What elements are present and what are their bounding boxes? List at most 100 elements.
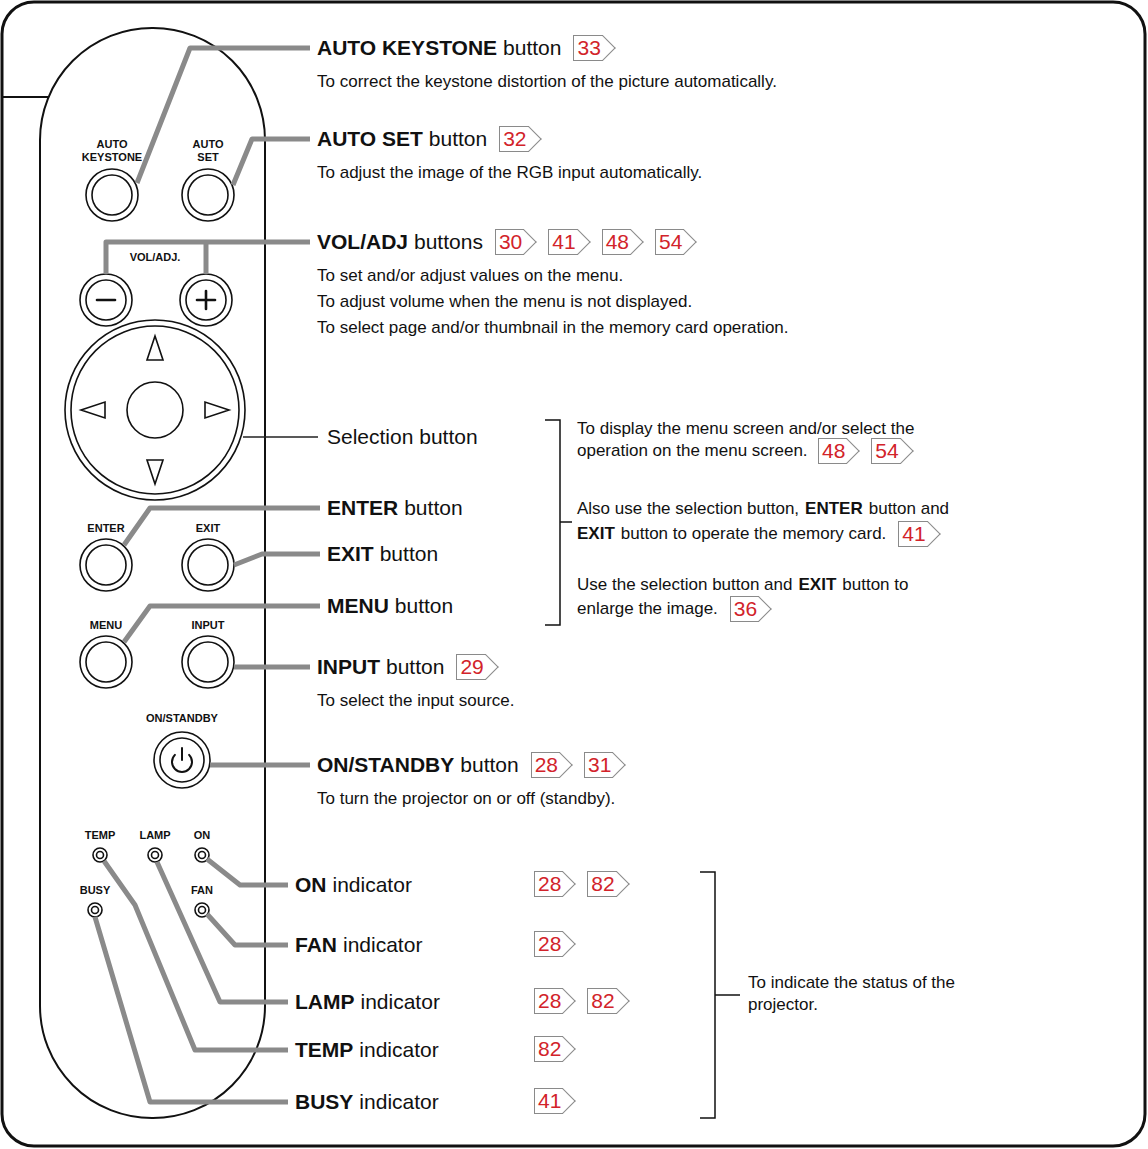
label-text: indicator	[343, 931, 422, 958]
description-text: To indicate the status of the projector.	[748, 972, 1008, 1016]
text-row: EXIT	[196, 522, 220, 535]
label-text: button	[429, 125, 487, 152]
label-text: indicator	[333, 871, 412, 898]
text-row: BUSY	[80, 884, 111, 897]
text-row: AUTO KEYSTONE	[72, 138, 152, 164]
text-row: ENTERbutton	[327, 494, 463, 521]
heading-text: TEMP	[295, 1036, 353, 1063]
label-text: Selection button	[327, 423, 478, 450]
description-text: To display the menu screen and/or select…	[577, 418, 977, 462]
label-text: indicator	[359, 1088, 438, 1115]
text-row: enlarge the image.36	[577, 596, 771, 622]
heading-text: ON	[295, 871, 327, 898]
remote-label: LAMP	[139, 829, 170, 842]
remote-label: BUSY	[80, 884, 111, 897]
text-row: To correct the keystone distortion of th…	[317, 71, 777, 93]
description-text: To correct the keystone distortion of th…	[317, 71, 777, 93]
description-text: To adjust volume when the menu is not di…	[317, 291, 692, 313]
page-reference: 32	[499, 126, 528, 152]
text-row: LAMPindicator	[295, 988, 440, 1015]
label-text: button	[503, 34, 561, 61]
text-row: Selection button	[327, 423, 478, 450]
description-text: To turn the projector on or off (standby…	[317, 788, 615, 810]
page-reference: 28	[534, 871, 563, 897]
remote-label: AUTO KEYSTONE	[72, 138, 152, 164]
heading-text: BUSY	[295, 1088, 353, 1115]
description-text: Also use the selection button,	[577, 498, 799, 520]
label-text: buttons	[414, 228, 483, 255]
label-text: button	[460, 751, 518, 778]
text-row: 28 82	[528, 871, 629, 897]
page-reference: 28	[534, 988, 563, 1014]
remote-label: INPUT	[192, 619, 225, 632]
page-reference: 28	[531, 752, 560, 778]
description-text: button to	[842, 574, 908, 596]
description-text: button and	[869, 498, 949, 520]
label-text: button	[386, 653, 444, 680]
description-text: button to operate the memory card.	[621, 523, 887, 545]
heading-text: LAMP	[295, 988, 355, 1015]
heading-text: ON/STANDBY	[317, 751, 454, 778]
page-reference: 30	[495, 229, 524, 255]
page-reference: 29	[456, 654, 485, 680]
page-reference: 48	[602, 229, 631, 255]
text-row: ON	[194, 829, 211, 842]
text-row: MENU	[90, 619, 122, 632]
leader-lines	[95, 48, 320, 1102]
text-row: EXITbutton	[327, 540, 438, 567]
page-reference: 54	[655, 229, 684, 255]
text-row: 28 82	[528, 988, 629, 1014]
label-text: button	[380, 540, 438, 567]
text-row: INPUTbutton 29	[317, 653, 498, 680]
description-text: To adjust the image of the RGB input aut…	[317, 162, 702, 184]
heading-text: ENTER	[327, 494, 398, 521]
text-row: Also use the selection button, ENTER butto…	[577, 498, 949, 520]
heading-text: FAN	[295, 931, 337, 958]
description-text: To set and/or adjust values on the menu.	[317, 265, 623, 287]
text-row: BUSYindicator	[295, 1088, 439, 1115]
text-row: ON/STANDBYbutton 28 31	[317, 751, 625, 778]
text-row: ON/STANDBY	[146, 712, 218, 725]
text-row: 28	[528, 931, 575, 957]
remote-label: MENU	[90, 619, 122, 632]
text-row: TEMPindicator	[295, 1036, 439, 1063]
text-row: VOL/ADJ.	[130, 251, 181, 264]
page-reference: 31	[584, 752, 613, 778]
page-reference: 41	[548, 229, 577, 255]
text-row: To indicate the status of the projector.	[748, 972, 1008, 1016]
description-bold: EXIT	[577, 523, 615, 545]
text-row: EXITbutton to operate the memory card.41	[577, 521, 940, 547]
text-row: To select page and/or thumbnail in the m…	[317, 317, 789, 339]
description-text: Use the selection button and	[577, 574, 792, 596]
page-reference: 82	[534, 1036, 563, 1062]
attach-line	[2, 96, 49, 98]
remote-label: ON	[194, 829, 211, 842]
text-row: To adjust the image of the RGB input aut…	[317, 162, 702, 184]
page-reference: 41	[534, 1088, 563, 1114]
label-text: button	[404, 494, 462, 521]
remote-label: ENTER	[87, 522, 124, 535]
page-reference: 82	[587, 988, 616, 1014]
text-row: Use the selection button and EXIT button t…	[577, 574, 908, 596]
heading-text: VOL/ADJ	[317, 228, 408, 255]
description-text: To select page and/or thumbnail in the m…	[317, 317, 789, 339]
text-row: To set and/or adjust values on the menu.	[317, 265, 623, 287]
text-row: ENTER	[87, 522, 124, 535]
page-reference: 82	[587, 871, 616, 897]
heading-text: AUTO KEYSTONE	[317, 34, 497, 61]
heading-text: MENU	[327, 592, 389, 619]
label-text: indicator	[359, 1036, 438, 1063]
description-text: enlarge the image.	[577, 598, 718, 620]
selection-leader	[243, 436, 318, 438]
text-row: AUTO KEYSTONEbutton33	[317, 34, 615, 61]
text-row: MENUbutton	[327, 592, 453, 619]
description-bold: ENTER	[805, 498, 863, 520]
remote-label: VOL/ADJ.	[130, 251, 181, 264]
page-reference: 28	[534, 931, 563, 957]
remote-label: ON/STANDBY	[146, 712, 218, 725]
text-row: 82	[528, 1036, 575, 1062]
text-row: LAMP	[139, 829, 170, 842]
description-bold: EXIT	[798, 574, 836, 596]
heading-text: INPUT	[317, 653, 380, 680]
page-reference: 54	[871, 438, 900, 464]
